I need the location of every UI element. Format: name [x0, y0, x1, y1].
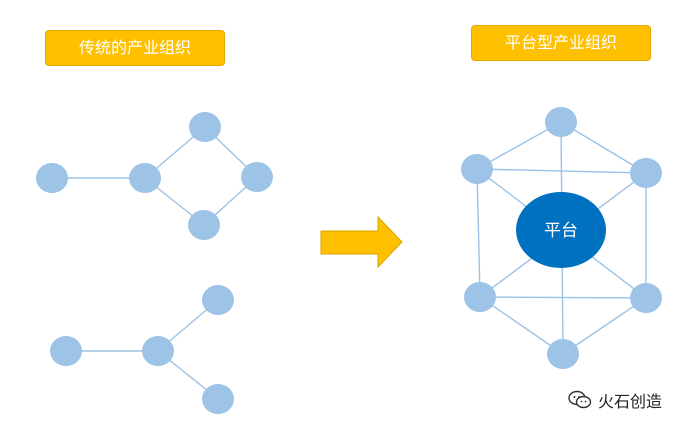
- platform-network: 平台: [461, 107, 662, 369]
- node: [461, 154, 493, 184]
- node: [129, 163, 161, 193]
- node: [464, 282, 496, 312]
- node: [241, 162, 273, 192]
- node: [189, 112, 221, 142]
- traditional-network-diamond: [36, 112, 273, 240]
- node: [630, 158, 662, 188]
- traditional-network-fork: [50, 285, 234, 414]
- traditional-organization-title: 传统的产业组织: [45, 30, 225, 66]
- node: [545, 107, 577, 137]
- node: [202, 384, 234, 414]
- watermark-text: 火石创造: [598, 392, 663, 411]
- platform-hub-label: 平台: [544, 221, 578, 241]
- platform-organization-title: 平台型产业组织: [471, 25, 651, 61]
- watermark: 火石创造: [568, 386, 662, 414]
- node: [188, 210, 220, 240]
- node: [202, 285, 234, 315]
- node: [50, 336, 82, 366]
- node: [142, 336, 174, 366]
- transition-arrow: [320, 215, 403, 269]
- wechat-icon: [568, 390, 592, 409]
- platform-hub: [516, 192, 606, 268]
- node: [630, 283, 662, 313]
- node: [547, 339, 579, 369]
- node: [36, 163, 68, 193]
